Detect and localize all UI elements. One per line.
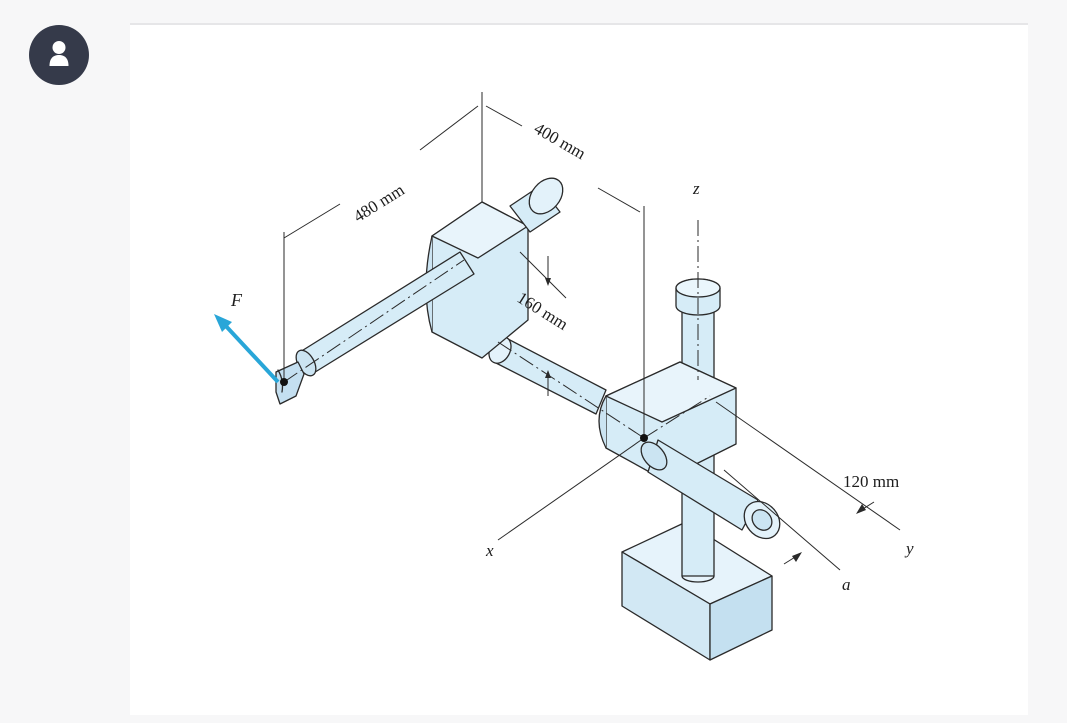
dimension-arrows	[545, 278, 866, 562]
content-card	[130, 23, 1028, 715]
user-icon	[49, 41, 69, 66]
dimension-lines	[283, 92, 901, 571]
axis-a-label: a	[842, 575, 851, 594]
dim-400: 400 mm	[531, 119, 589, 164]
gripper-point	[280, 378, 288, 386]
motor-cap	[509, 177, 564, 233]
joint-point	[640, 434, 648, 442]
gripper	[275, 361, 305, 405]
axis-z-label: z	[692, 179, 700, 198]
user-avatar[interactable]	[29, 25, 89, 85]
dim-120: 120 mm	[843, 472, 899, 491]
force-label: F	[230, 290, 243, 310]
dim-480: 480 mm	[350, 180, 408, 226]
axis-y-label: y	[904, 539, 914, 558]
center-lines	[283, 220, 711, 439]
force-arrow	[214, 314, 280, 384]
elbow-block	[425, 201, 529, 359]
axis-x-label: x	[485, 541, 494, 560]
